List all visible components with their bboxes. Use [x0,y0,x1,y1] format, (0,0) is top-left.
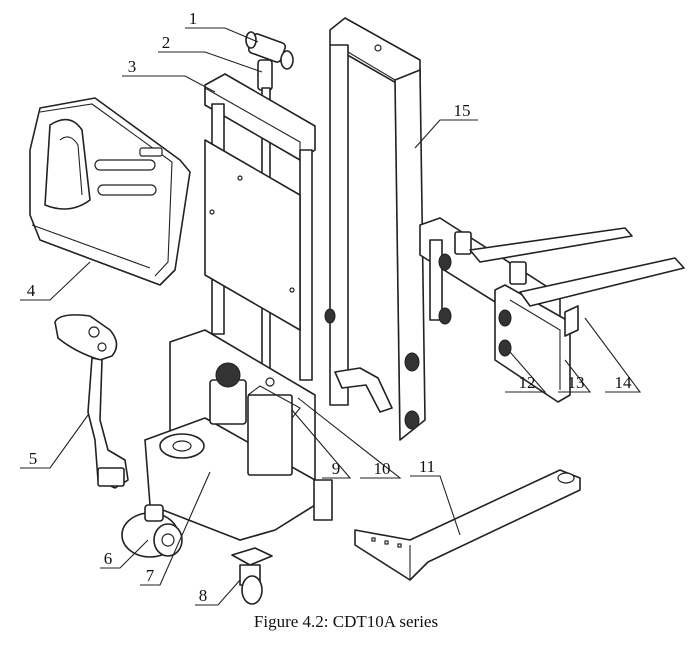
callout-3: 3 [128,57,137,76]
fork-carriage [419,217,571,403]
callout-13: 13 [568,373,585,392]
callout-6: 6 [104,549,113,568]
callout-labels: 1 2 3 4 5 6 7 8 9 10 11 12 13 14 15 [27,9,632,605]
callout-5: 5 [29,449,38,468]
callout-15: 15 [454,101,471,120]
figure-caption: Figure 4.2: CDT10A series [253,612,439,631]
base-frame [144,329,333,541]
callout-1: 1 [189,9,198,28]
inner-mast [204,73,316,381]
callout-8: 8 [199,586,208,605]
callout-7: 7 [146,566,155,585]
outer-mast [324,17,426,441]
handle [54,314,129,489]
base-leg [354,469,581,581]
top-fitting [245,31,294,70]
callout-2: 2 [162,33,171,52]
leader-lines [20,27,642,606]
front-cover [29,97,191,286]
forks [469,227,685,337]
callout-14: 14 [615,373,633,392]
callout-10: 10 [374,459,391,478]
drive-wheel [121,504,183,558]
callout-12: 12 [519,373,536,392]
callout-4: 4 [27,281,36,300]
callout-11: 11 [419,457,435,476]
caster-wheel [231,547,273,605]
callout-9: 9 [332,459,341,478]
